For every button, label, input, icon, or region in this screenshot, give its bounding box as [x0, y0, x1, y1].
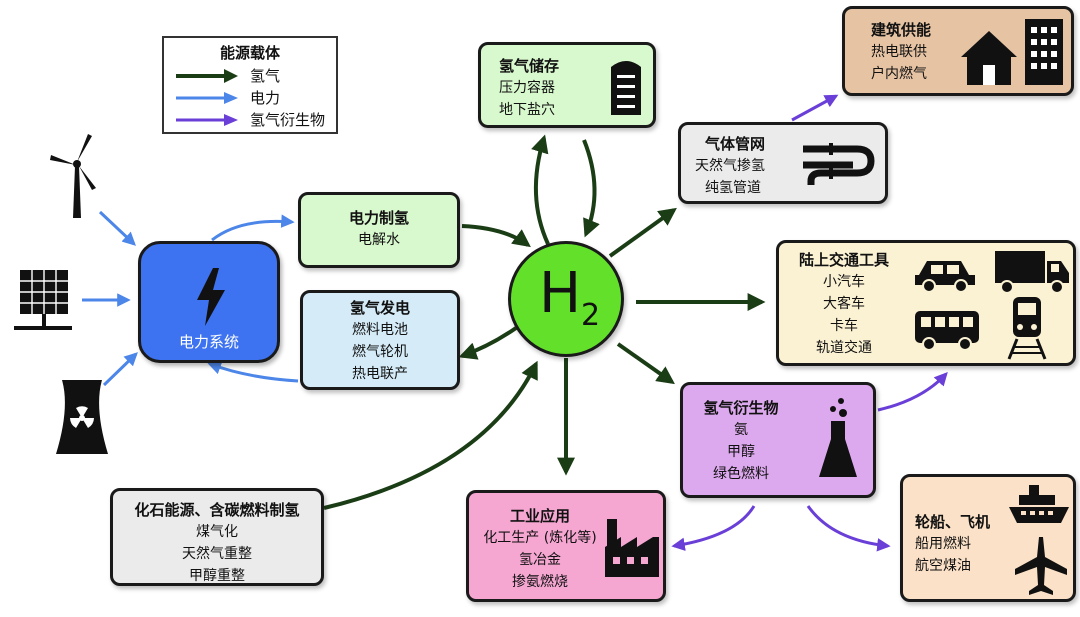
train-icon [1007, 297, 1047, 360]
arrow-h2power-to-power [207, 361, 299, 383]
blue-arrow-icon [176, 92, 238, 104]
dark-green-arrow-icon [176, 69, 238, 83]
house-building-icon [961, 19, 1063, 85]
nuclear-plant-icon [56, 380, 108, 454]
box-line: 纯氢管道 [705, 180, 761, 196]
pipeline-box: 气体管网 天然气掺氢 纯氢管道 [678, 122, 888, 204]
fossil-box: 化石能源、含碳燃料制氢 煤气化 天然气重整 甲醇重整 [110, 488, 324, 586]
arrow-h2-to-derivatives [616, 342, 675, 385]
box-title: 陆上交通工具 [798, 251, 889, 269]
airplane-icon [1015, 537, 1067, 595]
transport-box: 陆上交通工具 小汽车 大客车 卡车 轨道交通 [776, 240, 1076, 366]
legend-item-electricity: 电力 [172, 88, 332, 108]
box-line: 氢冶金 [519, 552, 561, 568]
box-line: 卡车 [830, 318, 858, 334]
arrow-derivatives-to-transport [877, 372, 948, 412]
box-line: 燃气轮机 [352, 344, 408, 360]
box-line: 压力容器 [499, 80, 555, 96]
arrow-nuclear-to-power [102, 352, 138, 387]
box-line: 小汽车 [823, 274, 865, 290]
box-line: 大客车 [823, 296, 865, 312]
legend: 能源载体 氢气 电力 氢气衍生物 [162, 36, 338, 134]
pipeline-icon [803, 143, 875, 185]
box-title: 电力制氢 [348, 209, 409, 227]
box-line: 电解水 [358, 232, 400, 248]
power-system-label: 电力系统 [178, 333, 239, 351]
arrow-derivatives-to-ship [806, 505, 891, 552]
arrow-h2-to-h2power [458, 326, 518, 360]
legend-item-derivatives: 氢气衍生物 [172, 110, 332, 130]
ship-plane-box: 轮船、飞机 船用燃料 航空煤油 [900, 474, 1076, 602]
legend-item-hydrogen: 氢气 [172, 66, 332, 86]
arrow-electrolysis-to-h2 [461, 224, 531, 248]
box-title: 建筑供能 [871, 21, 932, 39]
h2-power-box: 氢气发电 燃料电池 燃气轮机 热电联产 [300, 290, 460, 390]
box-title: 气体管网 [705, 135, 766, 153]
box-line: 甲醇 [727, 444, 755, 460]
bus-icon [915, 311, 979, 351]
legend-label: 氢气 [250, 67, 281, 85]
solar-panel-icon [14, 270, 72, 330]
box-line: 绿色燃料 [713, 466, 769, 482]
arrow-power-to-electrolysis [211, 214, 295, 242]
box-title: 工业应用 [509, 507, 570, 525]
box-title: 轮船、飞机 [915, 513, 991, 531]
box-line: 煤气化 [196, 524, 238, 540]
legend-label: 电力 [250, 89, 281, 107]
box-line: 天然气掺氢 [695, 158, 765, 174]
box-title: 化石能源、含碳燃料制氢 [134, 501, 300, 519]
industry-box: 工业应用 化工生产 (炼化等) 氢冶金 掺氨燃烧 [466, 490, 666, 602]
box-line: 燃料电池 [352, 322, 408, 338]
arrow-fossil-to-h2 [323, 360, 538, 510]
car-icon [915, 261, 975, 293]
h2-subscript: 2 [581, 298, 601, 333]
box-line: 热电联产 [352, 366, 408, 382]
h2-symbol: H [539, 261, 582, 326]
arrow-h2-to-pipeline [608, 207, 677, 258]
storage-box: 氢气储存 压力容器 地下盐穴 [478, 42, 656, 128]
wind-turbine-icon [50, 134, 96, 218]
ship-icon [1009, 485, 1069, 523]
electrolysis-box: 电力制氢 电解水 [298, 192, 460, 268]
box-line: 甲醇重整 [189, 568, 245, 584]
box-line: 轨道交通 [816, 340, 872, 356]
box-line: 天然气重整 [182, 546, 252, 562]
building-box: 建筑供能 热电联供 户内燃气 [842, 6, 1074, 96]
storage-tank-icon [611, 61, 641, 115]
box-title: 氢气衍生物 [703, 399, 779, 417]
legend-label: 氢气衍生物 [250, 111, 326, 129]
arrow-storage-to-h2 [582, 139, 600, 238]
box-line: 热电联供 [871, 44, 927, 60]
lightning-bolt-icon [197, 268, 225, 326]
box-line: 户内燃气 [871, 66, 927, 82]
truck-icon [995, 251, 1069, 294]
flask-icon [819, 398, 857, 477]
legend-title: 能源载体 [219, 44, 280, 62]
purple-arrow-icon [176, 114, 238, 126]
box-line: 地下盐穴 [499, 102, 555, 118]
arrow-h2-to-storage [531, 134, 550, 245]
box-title: 氢气储存 [499, 57, 560, 75]
factory-icon [605, 519, 659, 577]
box-line: 掺氨燃烧 [512, 574, 568, 590]
box-line: 航空煤油 [915, 558, 971, 574]
box-line: 化工生产 (炼化等) [483, 530, 597, 546]
box-title: 氢气发电 [349, 299, 410, 317]
arrow-wind-to-power [98, 210, 136, 246]
box-line: 船用燃料 [915, 536, 971, 552]
derivatives-box: 氢气衍生物 氨 甲醇 绿色燃料 [680, 382, 876, 498]
arrow-derivatives-to-industry [671, 505, 756, 551]
hydrogen-node: H 2 [508, 241, 624, 357]
power-system-node: 电力系统 [138, 241, 280, 363]
box-line: 氨 [734, 422, 748, 438]
arrow-pipeline-to-building [791, 94, 839, 122]
